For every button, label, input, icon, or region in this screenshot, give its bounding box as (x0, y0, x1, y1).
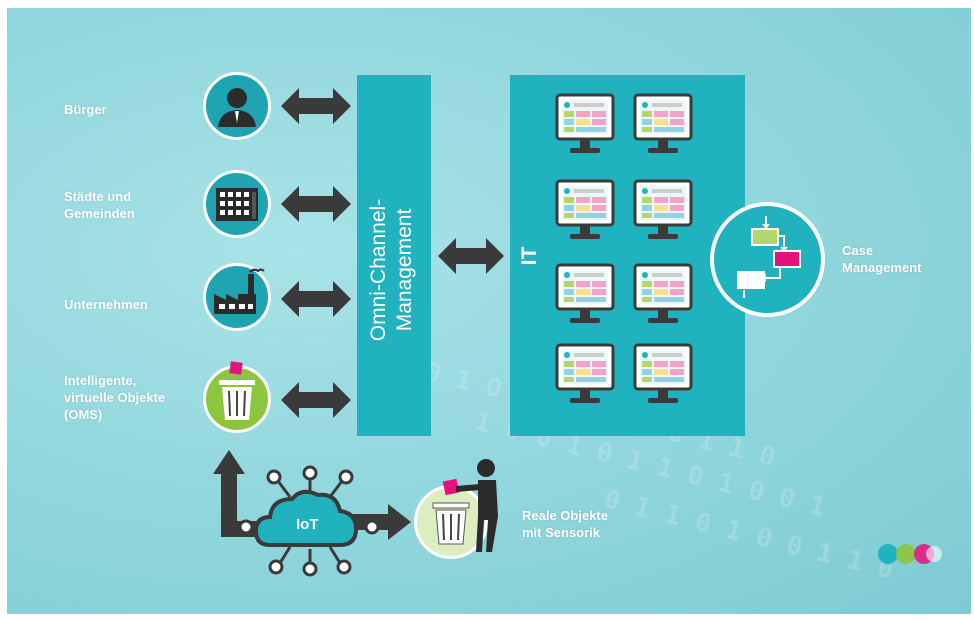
logo-dots-icon (878, 544, 942, 564)
monitor-icon (555, 343, 615, 406)
double-arrow-icon (281, 382, 351, 418)
double-arrow-icon (281, 88, 351, 124)
label-unternehmen: Unternehmen (64, 297, 148, 312)
monitor-icon (555, 93, 615, 156)
person-icon (203, 72, 271, 140)
monitor-icon (555, 263, 615, 326)
double-arrow-icon (281, 281, 351, 317)
it-label: IT (518, 246, 541, 266)
omni-channel-label: Omni-Channel- Management (367, 198, 416, 342)
iot-connector-arrows (213, 450, 411, 540)
iot-label: IoT (296, 516, 319, 533)
trash-bin-icon (203, 361, 271, 433)
monitor-icon (633, 263, 693, 326)
label-case-management: Case Management (842, 243, 922, 275)
monitor-icon (633, 93, 693, 156)
it-panel (510, 75, 745, 436)
double-arrow-icon (438, 238, 504, 274)
omni-channel-panel (357, 75, 431, 436)
label-intelligente-objekte: Intelligente, virtuelle Objekte (OMS) (64, 373, 166, 422)
building-icon (203, 170, 271, 238)
monitor-icon (633, 179, 693, 242)
label-staedte: Städte und Gemeinden (64, 189, 135, 221)
trash-bin-icon (414, 485, 488, 559)
double-arrow-icon (281, 186, 351, 222)
workflow-icon (710, 202, 825, 317)
label-reale-objekte: Reale Objekte mit Sensorik (522, 508, 608, 540)
label-buerger: Bürger (64, 102, 107, 117)
factory-icon (203, 263, 271, 331)
cloud-icon (238, 465, 380, 577)
monitor-icon (633, 343, 693, 406)
monitor-icon (555, 179, 615, 242)
person-throwing-trash-icon (442, 459, 498, 552)
